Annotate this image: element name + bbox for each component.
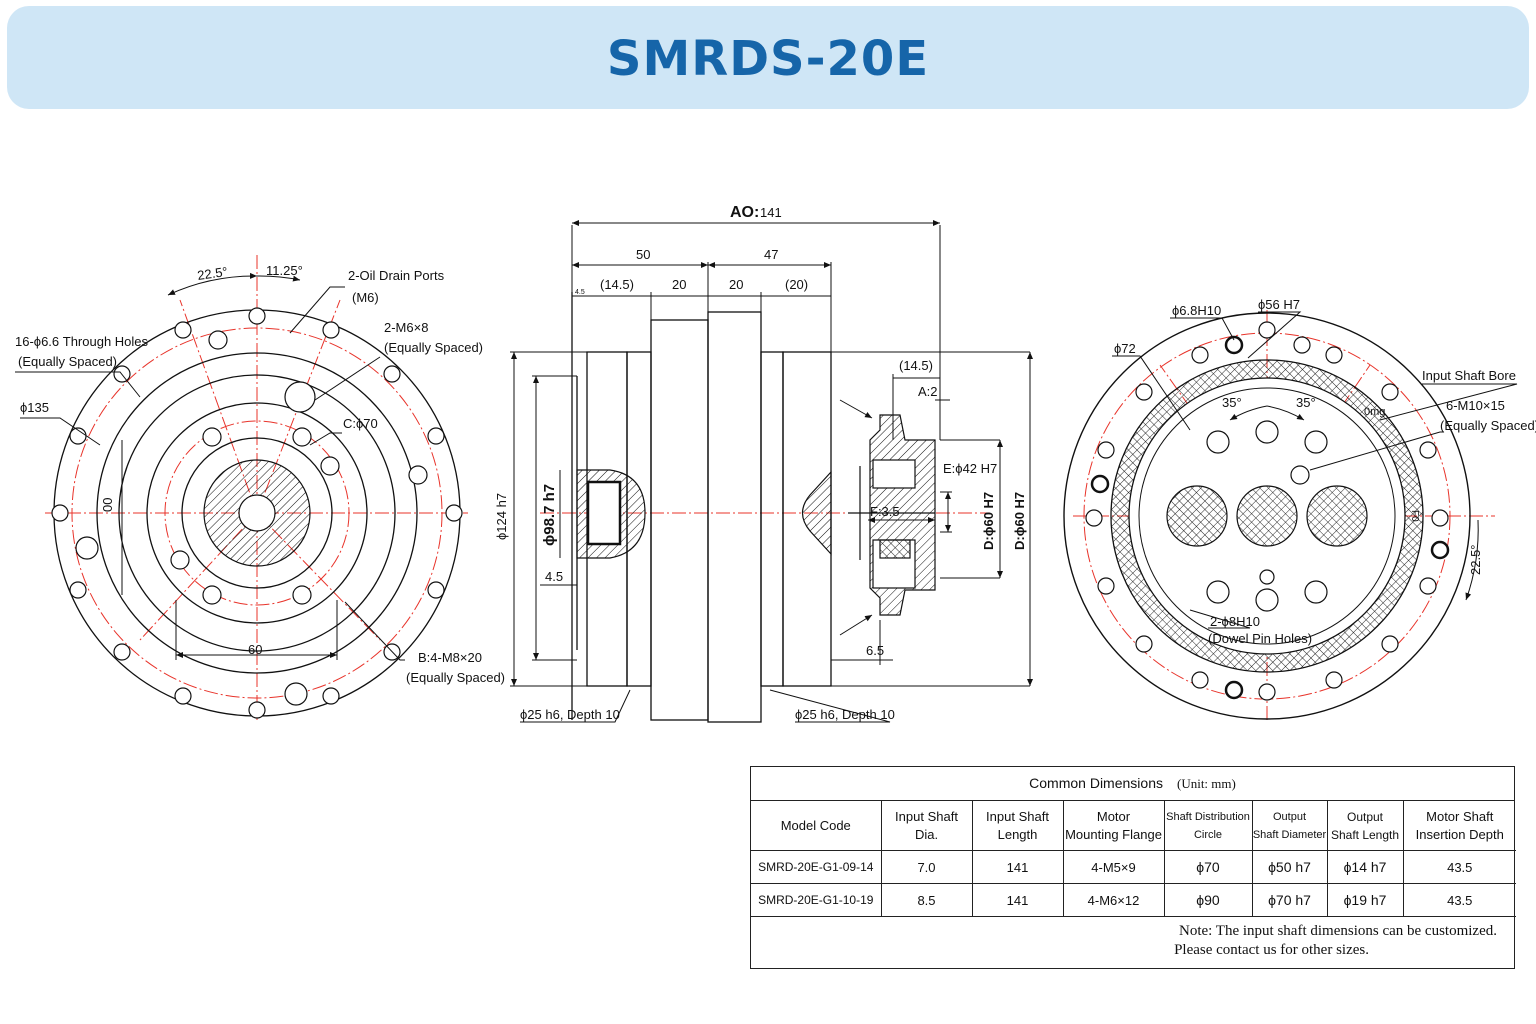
cell-dia: 7.0 [880, 850, 973, 884]
table-caption-text: Common Dimensions [1029, 775, 1163, 791]
ao-value: 141 [760, 205, 782, 220]
side-section-view: AO: 141 50 47 (14.5) 20 20 (20) 4.5 ϕ124… [494, 204, 1033, 723]
cell-circle: ϕ70 [1163, 850, 1253, 884]
cell-out-length: ϕ19 h7 [1326, 883, 1404, 917]
f0-label: F0 [1409, 510, 1420, 522]
dim-98: ϕ98.7 h7 [541, 484, 558, 546]
m6-label: 2-M6×8 [384, 320, 428, 335]
dim-47: 47 [764, 247, 778, 262]
d00-label: 00 [100, 498, 115, 512]
dim-small: 4.5 [575, 289, 585, 296]
oil-drain-size-label: (M6) [352, 290, 379, 305]
table-unit: (Unit: mm) [1176, 776, 1236, 791]
dowel-label: 2-ϕ8H10 [1210, 614, 1260, 629]
page-title: SMRDS-20E [606, 31, 930, 87]
angle-22-5-right: 22.5° [1468, 544, 1483, 575]
title-banner: SMRDS-20E [7, 6, 1529, 109]
c70-label: C:ϕ70 [343, 416, 378, 431]
cell-flange: 4-M6×12 [1062, 883, 1165, 917]
cell-out-dia: ϕ70 h7 [1251, 883, 1328, 917]
cell-flange: 4-M5×9 [1062, 850, 1165, 884]
angle-35b: 35° [1296, 395, 1316, 410]
m10-label: 6-M10×15 [1446, 398, 1505, 413]
table-row: SMRD-20E-G1-09-14 7.0 141 4-M5×9 ϕ70 ϕ50… [751, 850, 1516, 884]
ao-label: AO: [730, 204, 759, 221]
dowel-note-label: (Dowel Pin Holes) [1208, 631, 1312, 646]
through-holes-label: 16-ϕ6.6 Through Holes [15, 334, 149, 349]
crank-shafts [1166, 485, 1368, 547]
dim-4-5: 4.5 [545, 569, 563, 584]
dim-20c: (20) [785, 277, 808, 292]
common-dimensions-table: Common Dimensions (Unit: mm) Model Code I… [750, 766, 1516, 969]
output-holes [1085, 321, 1449, 701]
note-line-2: Please contact us for other sizes. [1174, 942, 1369, 958]
motor-f35: F:3.5 [870, 504, 900, 519]
left-flange-view: 22.5° 11.25° 2-Oil Drain Ports (M6) 2-M6… [15, 255, 505, 720]
cell-model: SMRD-20E-G1-10-19 [751, 883, 882, 917]
motor-d65: 6.5 [866, 643, 884, 658]
oil-drain-label: 2-Oil Drain Ports [348, 268, 445, 283]
motor-adapter-detail [848, 414, 936, 616]
dia135-label: ϕ135 [20, 400, 49, 415]
dim-20b: 20 [729, 277, 743, 292]
header-model-code: Model Code [751, 801, 882, 851]
note-line-1: Note: The input shaft dimensions can be … [1179, 923, 1497, 939]
motor-a2: A:2 [918, 384, 938, 399]
d72-label: ϕ72 [1114, 341, 1136, 356]
bore-label: Input Shaft Bore [1422, 368, 1516, 383]
d56-label: ϕ56 H7 [1258, 297, 1300, 312]
shaft-left-label: ϕ25 h6, Depth 10 [520, 707, 620, 722]
shaft-right-label: ϕ25 h6, Depth 10 [795, 707, 895, 722]
b-m8-label: B:4-M8×20 [418, 650, 482, 665]
angle-35a: 35° [1222, 395, 1242, 410]
table-note: Note: The input shaft dimensions can be … [751, 922, 1497, 960]
motor-e42: E:ϕ42 H7 [943, 461, 997, 476]
cell-out-dia: ϕ50 h7 [1251, 850, 1328, 884]
pin-label: ϕ6.8H10 [1172, 303, 1221, 318]
cell-dia: 8.5 [880, 883, 973, 917]
dim-20a: 20 [672, 277, 686, 292]
b-m8-note-label: (Equally Spaced) [406, 670, 505, 685]
small-label: 0mg [1364, 406, 1385, 418]
angle-22-5-label: 22.5° [196, 264, 228, 283]
cell-model: SMRD-20E-G1-09-14 [751, 850, 882, 884]
motor-d60b: D:ϕ60 H7 [1012, 492, 1027, 550]
right-output-view: ϕ6.8H10 ϕ56 H7 ϕ72 Input Shaft Bore 35° … [1063, 297, 1536, 720]
dim-14-5: (14.5) [600, 277, 634, 292]
through-holes-note-label: (Equally Spaced) [18, 354, 117, 369]
cell-depth: 43.5 [1402, 850, 1516, 884]
motor-d60a: D:ϕ60 H7 [981, 492, 996, 550]
m10-note-label: (Equally Spaced) [1440, 418, 1536, 433]
cell-out-length: ϕ14 h7 [1326, 850, 1404, 884]
cell-circle: ϕ90 [1163, 883, 1253, 917]
cell-depth: 43.5 [1402, 883, 1516, 917]
dim-124: ϕ124 h7 [494, 493, 509, 540]
table-caption: Common Dimensions (Unit: mm) [751, 767, 1514, 801]
cell-length: 141 [971, 850, 1064, 884]
center-bore [238, 494, 276, 532]
cell-length: 141 [971, 883, 1064, 917]
dim-50: 50 [636, 247, 650, 262]
width-60-label: 60 [248, 642, 262, 657]
motor-dim-14-5: (14.5) [899, 358, 933, 373]
angle-11-25-label: 11.25° [266, 263, 303, 278]
table-row: SMRD-20E-G1-10-19 8.5 141 4-M6×12 ϕ90 ϕ7… [751, 883, 1516, 917]
m6-note-label: (Equally Spaced) [384, 340, 483, 355]
